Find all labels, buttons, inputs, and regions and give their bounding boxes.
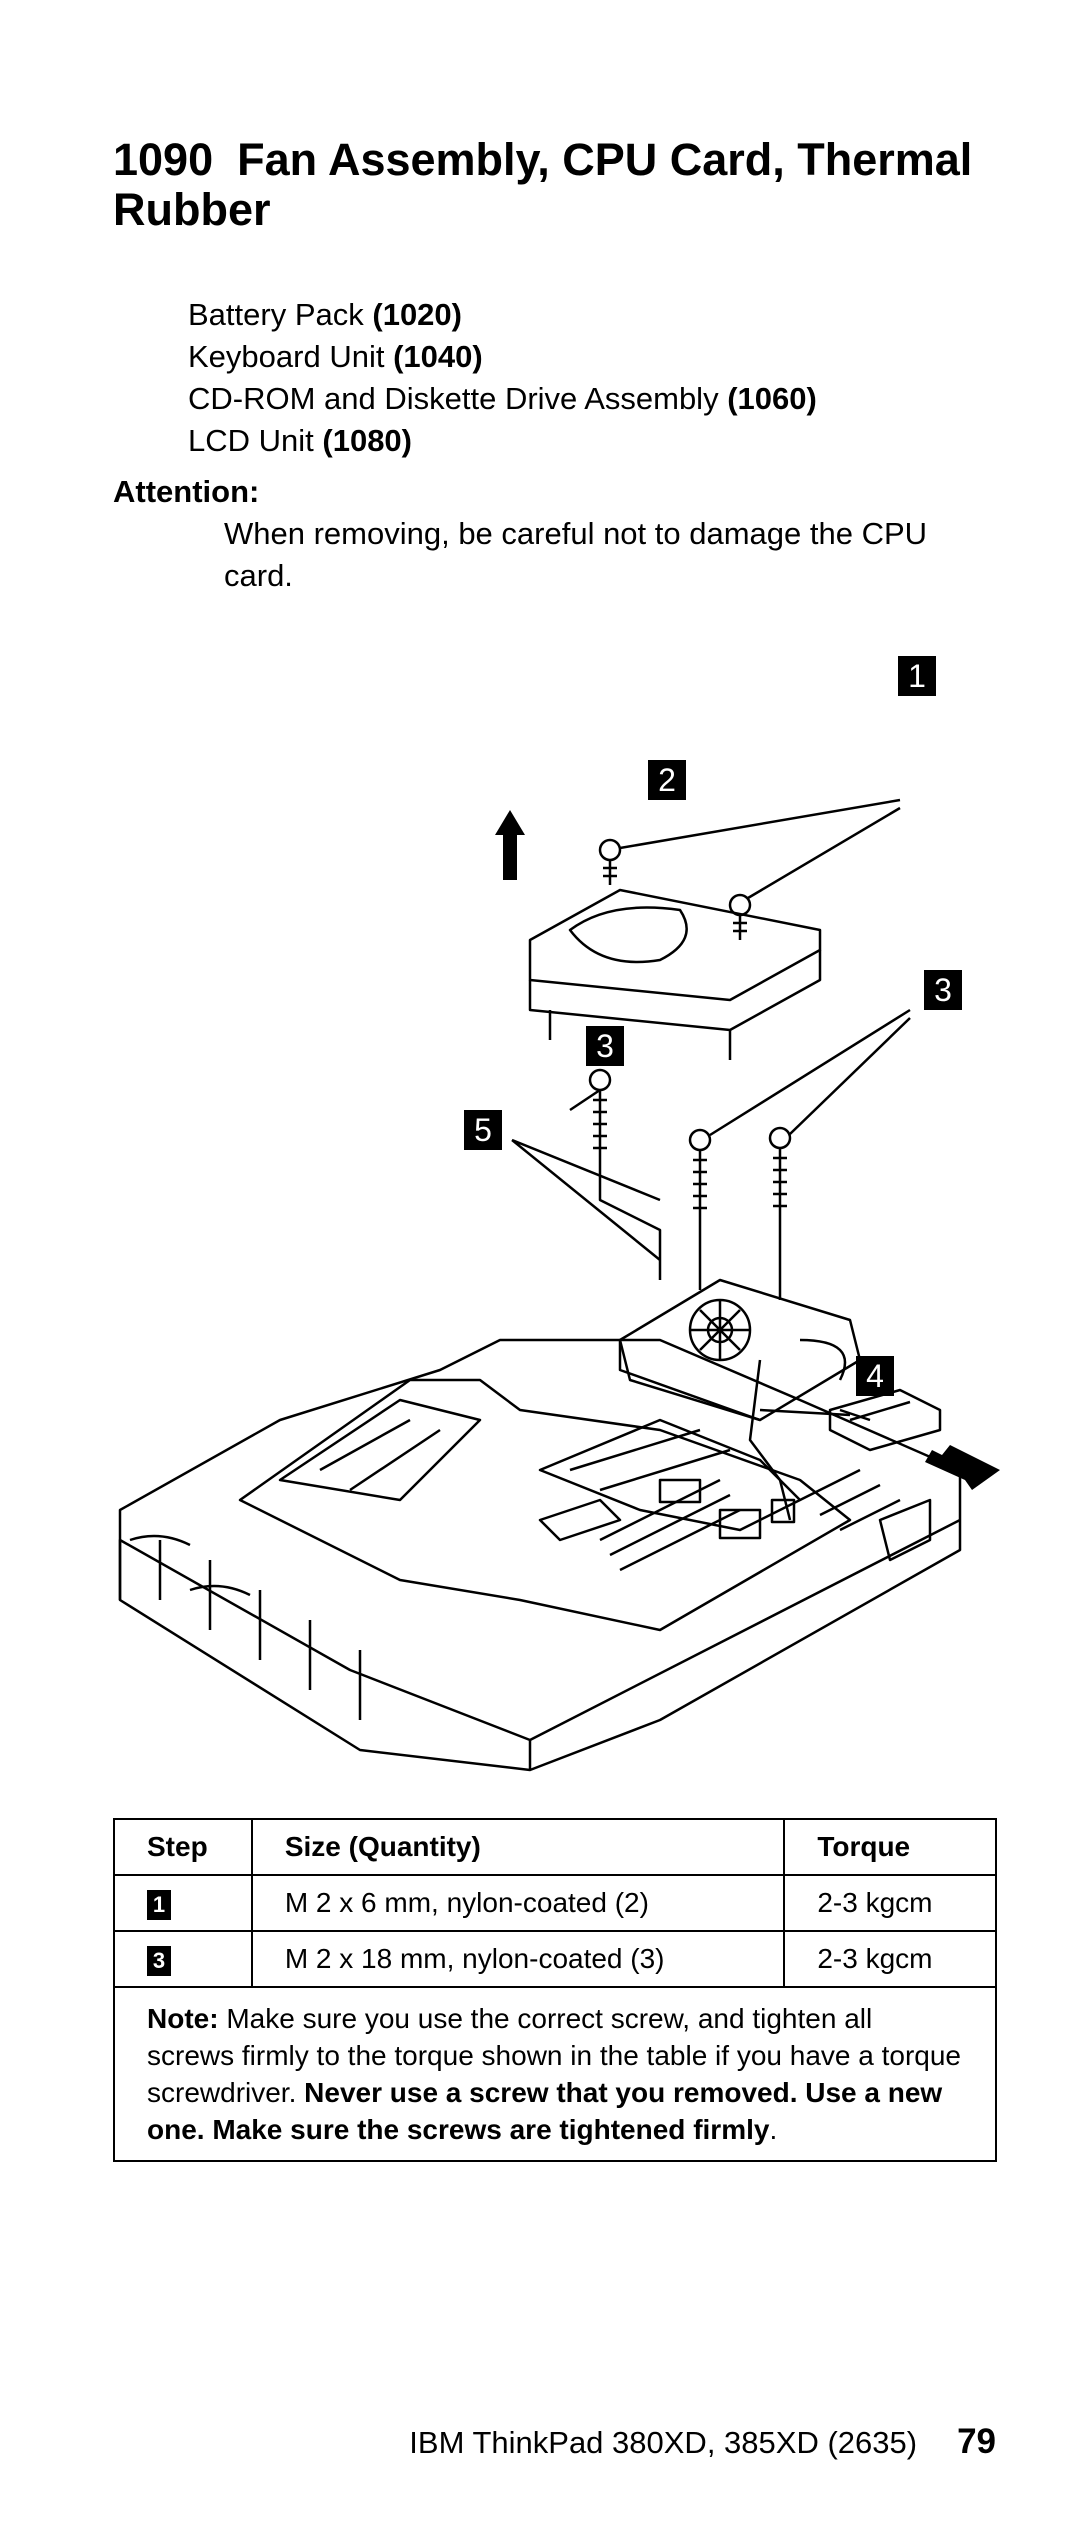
screw-table: Step Size (Quantity) Torque 1 M 2 x 6 mm… [113, 1818, 997, 2162]
table-header-row: Step Size (Quantity) Torque [113, 1818, 997, 1876]
size-cell: M 2 x 6 mm, nylon-coated (2) [250, 1874, 786, 1932]
step-badge: 3 [147, 1945, 171, 1976]
torque-cell: 2-3 kgcm [783, 1930, 997, 1988]
prerequisite-item: Keyboard Unit (1040) [188, 339, 483, 374]
attention-text: When removing, be careful not to damage … [224, 516, 928, 593]
callout-2: 2 [648, 760, 686, 800]
cpu-card-outline [538, 1418, 802, 1532]
prerequisite-item: LCD Unit (1080) [188, 423, 412, 458]
note-cell: Note: Make sure you use the correct scre… [113, 1986, 997, 2162]
prerequisite-list: Battery Pack (1020) Keyboard Unit (1040)… [188, 294, 817, 462]
callout-5: 5 [464, 1110, 502, 1150]
attention-label: Attention: [113, 474, 260, 509]
exploded-view-figure: 1 2 3 3 5 4 [100, 640, 1000, 1780]
page-number: 79 [957, 2422, 996, 2461]
callout-1: 1 [898, 656, 936, 696]
section-number: 1090 [113, 134, 214, 185]
callout-3-right: 3 [924, 970, 962, 1010]
callout-3-left: 3 [586, 1026, 624, 1066]
note-text: Make sure you use the correct screw, and… [147, 2003, 961, 2108]
torque-cell: 2-3 kgcm [783, 1874, 997, 1932]
column-header-torque: Torque [783, 1818, 997, 1876]
lift-arrow-icon [495, 810, 525, 880]
column-header-size: Size (Quantity) [250, 1818, 786, 1876]
book-title: IBM ThinkPad 380XD, 385XD (2635) [409, 2425, 918, 2460]
page-footer: IBM ThinkPad 380XD, 385XD (2635) 79 [409, 2422, 996, 2462]
internal-frame-outline [238, 1378, 852, 1632]
callout-4: 4 [856, 1356, 894, 1396]
thermal-rubber-outline [828, 1388, 942, 1452]
screw-step3-c [768, 1126, 792, 1218]
slide-arrow-icon [925, 1445, 1000, 1490]
table-note-row: Note: Make sure you use the correct scre… [113, 1986, 997, 2162]
heatsink-cover-outline [528, 888, 822, 1002]
prerequisite-item: CD-ROM and Diskette Drive Assembly (1060… [188, 381, 817, 416]
column-header-step: Step [113, 1818, 253, 1876]
screw-step3-b [688, 1128, 712, 1220]
screw-step1-b [728, 893, 752, 940]
fan-assembly-illustration [118, 798, 1000, 1772]
base-cover-outline [118, 1338, 962, 1772]
prerequisite-item: Battery Pack (1020) [188, 297, 462, 332]
screw-step3-a [588, 1068, 612, 1160]
screw-step1-a [598, 838, 622, 885]
table-row: 3 M 2 x 18 mm, nylon-coated (3) 2-3 kgcm [113, 1930, 997, 1988]
note-label: Note: [147, 2003, 219, 2034]
table-row: 1 M 2 x 6 mm, nylon-coated (2) 2-3 kgcm [113, 1874, 997, 1932]
step-badge: 1 [147, 1889, 171, 1920]
section-title: Fan Assembly, CPU Card, Thermal Rubber [113, 134, 973, 235]
size-cell: M 2 x 18 mm, nylon-coated (3) [250, 1930, 786, 1988]
note-warning: Never use a screw that you removed. Use … [147, 2077, 943, 2145]
